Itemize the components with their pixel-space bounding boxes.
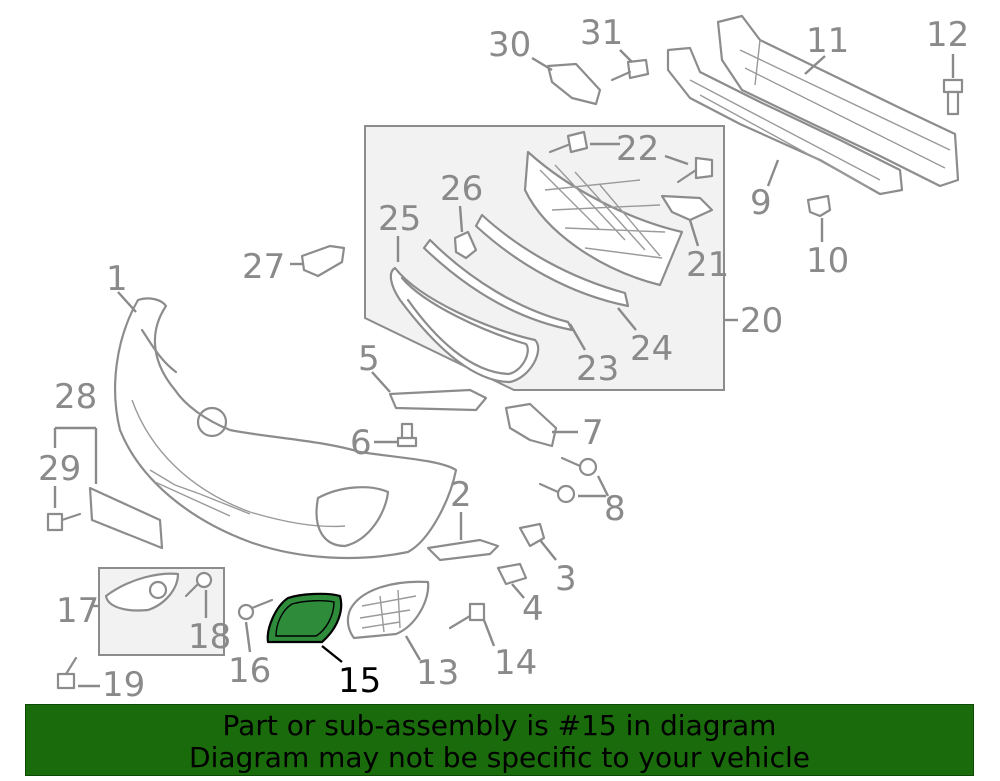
callout-15: 15 [338, 661, 381, 701]
callout-10: 10 [806, 241, 849, 281]
callout-25: 25 [378, 199, 421, 239]
callout-leader-15 [321, 645, 343, 663]
banner-line-part: Part or sub-assembly is #15 in diagram [222, 709, 777, 742]
callout-26: 26 [440, 169, 483, 209]
callout-20: 20 [740, 301, 783, 341]
callout-1: 1 [106, 259, 128, 299]
part-16-screw[interactable] [237, 598, 274, 621]
callout-16: 16 [228, 651, 271, 691]
callout-leader-8a [596, 475, 610, 497]
callout-17: 17 [56, 591, 99, 631]
callout-23: 23 [576, 349, 619, 389]
banner-line-disclaimer: Diagram may not be specific to your vehi… [189, 741, 810, 774]
part-4-clip[interactable] [496, 562, 528, 586]
callout-leader-22b [664, 154, 689, 166]
part-14-bolt[interactable] [448, 602, 486, 630]
part-22-screw-left[interactable] [548, 130, 589, 154]
part-10-clip[interactable] [806, 194, 832, 218]
part-12-bolt[interactable] [942, 78, 964, 116]
callout-labels: 1 2 3 4 5 6 7 8 9 10 11 12 13 14 15 16 1… [38, 13, 969, 705]
callout-28: 28 [54, 377, 97, 417]
callout-30: 30 [488, 25, 531, 65]
part-1-bumper-cover[interactable] [114, 297, 458, 560]
callout-14: 14 [494, 643, 537, 683]
callout-leader-1 [117, 291, 137, 313]
callout-leader-4 [511, 583, 525, 599]
callout-13: 13 [416, 653, 459, 693]
part-21-bracket[interactable] [660, 194, 714, 222]
callout-5: 5 [358, 339, 380, 379]
part-31-screw[interactable] [610, 58, 650, 82]
part-5-bracket[interactable] [388, 388, 488, 412]
callout-leader-26 [458, 205, 464, 233]
part-22-screw-right[interactable] [676, 156, 714, 184]
part-7-bracket[interactable] [504, 402, 558, 448]
callout-leader-9 [766, 159, 780, 187]
part-9-absorber[interactable] [666, 46, 904, 196]
callout-22: 22 [616, 129, 659, 169]
callout-leader-23 [568, 323, 587, 351]
callout-6: 6 [350, 423, 372, 463]
callout-leader-11 [804, 55, 826, 75]
callout-4: 4 [522, 589, 544, 629]
part-8-screw-upper[interactable] [560, 456, 598, 477]
callout-9: 9 [750, 183, 772, 223]
callout-31: 31 [580, 13, 623, 53]
part-24-strip[interactable] [474, 213, 630, 308]
part-13-fog-grille[interactable] [346, 580, 430, 640]
part-29-bolt[interactable] [46, 512, 82, 532]
part-8-screw-lower[interactable] [538, 482, 576, 504]
callout-leader-3 [539, 539, 557, 561]
part-6-bolt[interactable] [396, 422, 418, 448]
callout-2: 2 [450, 475, 472, 515]
part-25-grille-frame[interactable] [389, 266, 540, 384]
part-23-strip[interactable] [422, 238, 574, 332]
part-27-clip[interactable] [300, 244, 346, 278]
callout-3: 3 [555, 559, 577, 599]
part-30-bracket[interactable] [546, 62, 602, 106]
part-15-inner-edge [275, 599, 335, 637]
callout-leader-14 [482, 619, 496, 647]
part-18-screw[interactable] [184, 571, 213, 598]
callout-leader-21 [688, 219, 700, 247]
callout-leader-30 [531, 56, 553, 72]
part-19-bolt[interactable] [56, 656, 78, 690]
callout-24: 24 [630, 329, 673, 369]
callout-18: 18 [188, 617, 231, 657]
callout-leader-31 [619, 49, 633, 63]
callout-8: 8 [604, 489, 626, 529]
callout-11: 11 [806, 21, 849, 61]
callout-29: 29 [38, 449, 81, 489]
callout-leader-13 [404, 635, 422, 661]
callout-12: 12 [926, 15, 969, 55]
callout-leader-16 [244, 621, 252, 653]
part-2-bracket[interactable] [426, 538, 500, 562]
callout-leader-5 [371, 371, 391, 393]
callout-21: 21 [686, 245, 729, 285]
part-26-clip[interactable] [453, 230, 478, 260]
part-28-license-bracket[interactable] [88, 486, 164, 550]
callout-27: 27 [242, 247, 285, 287]
callout-leader-24 [617, 307, 637, 331]
callout-7: 7 [582, 413, 604, 453]
callout-19: 19 [102, 665, 145, 705]
info-banner: Part or sub-assembly is #15 in diagram D… [25, 704, 974, 776]
part-11-reinforcement[interactable] [716, 14, 960, 188]
part-3-clip[interactable] [518, 522, 546, 548]
part-20-mesh-grille[interactable] [523, 150, 684, 287]
